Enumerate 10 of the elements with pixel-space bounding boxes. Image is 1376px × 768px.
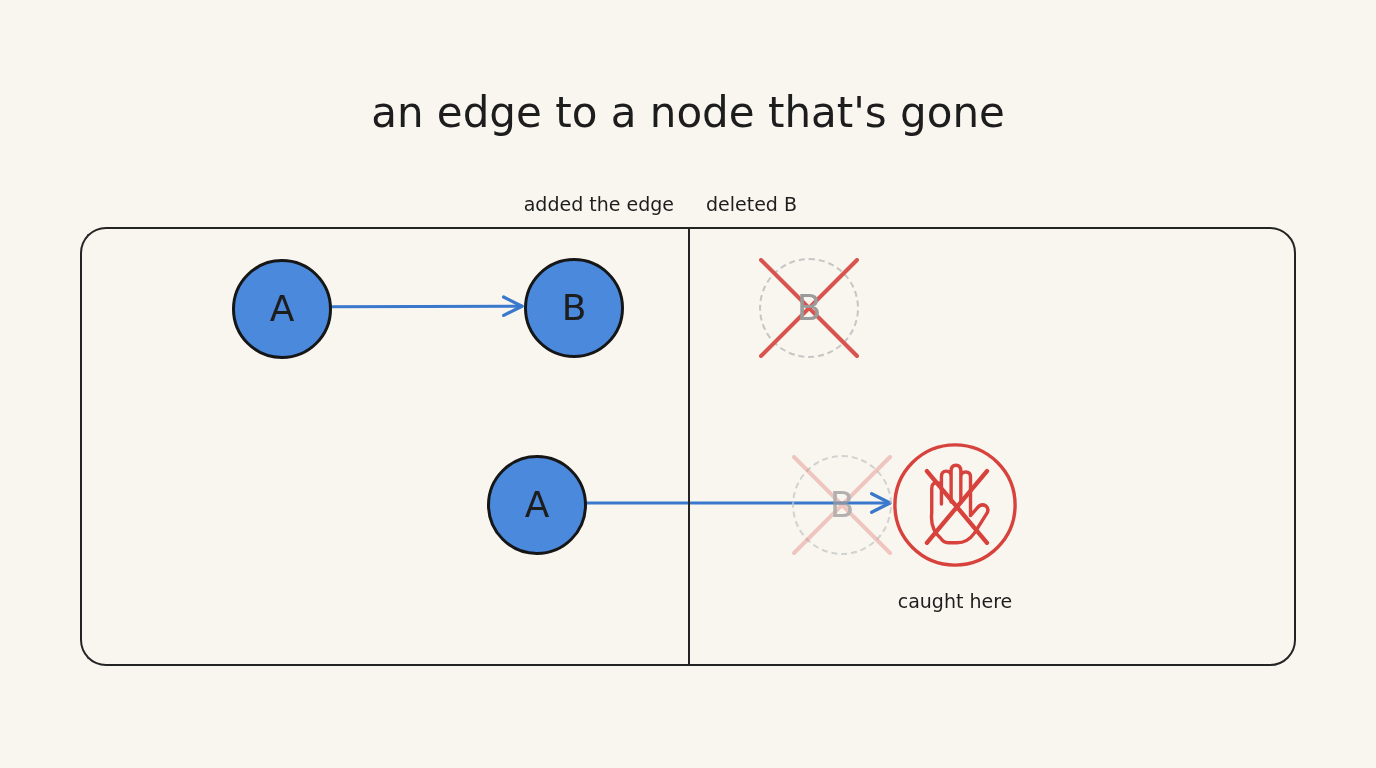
node-caption: caught here	[897, 590, 1013, 613]
graph-node: A	[232, 259, 332, 359]
crossed-out-node	[792, 455, 892, 555]
node-letter: B	[796, 290, 822, 326]
crossed-out-node	[759, 258, 859, 358]
title: an edge to a node that's gone	[371, 88, 1005, 139]
graph-node: B	[524, 258, 624, 358]
panel-heading: added the edge	[523, 193, 674, 216]
graph-node: A	[487, 455, 587, 555]
panel-heading: deleted B	[706, 193, 797, 216]
